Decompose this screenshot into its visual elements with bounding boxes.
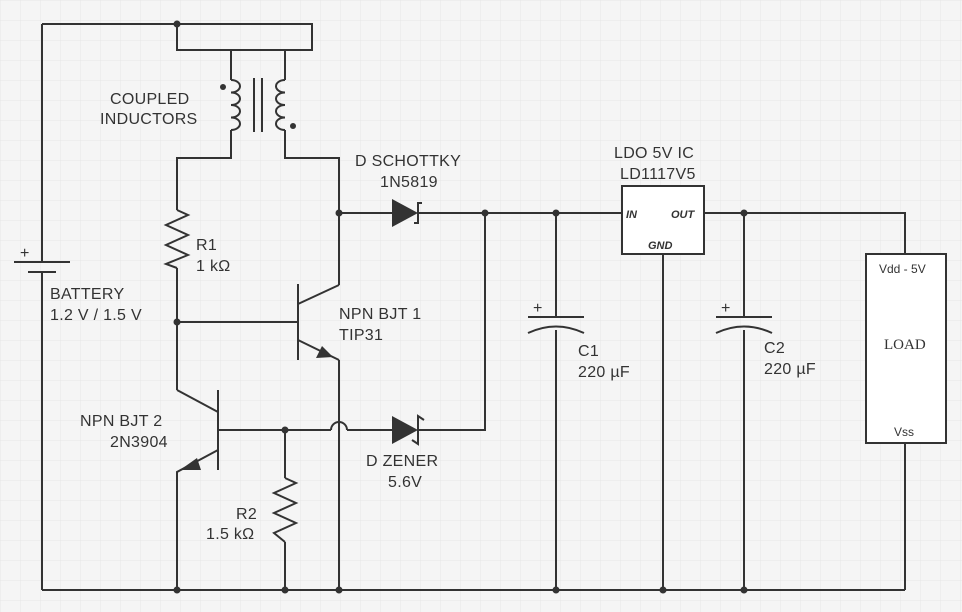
zener-diode-symbol: [392, 414, 428, 446]
c2-capacitor-symbol: [715, 316, 773, 334]
ldo-pin-out: OUT: [671, 209, 696, 221]
ldo-part-label: LD1117V5: [620, 166, 696, 183]
ldo-pin-in: IN: [626, 209, 638, 221]
ldo-name-label: LDO 5V IC: [614, 145, 694, 162]
ldo-ic-box: [621, 185, 705, 255]
q1-name-label: NPN BJT 1: [339, 306, 421, 323]
c2-plus-sign: +: [721, 300, 731, 317]
q1-transistor-symbol: [297, 284, 340, 361]
r2-resistor-symbol: [271, 477, 299, 543]
r1-resistor-symbol: [163, 209, 191, 269]
c1-capacitor-symbol: [527, 316, 585, 334]
battery-name-label: BATTERY: [50, 286, 124, 303]
inductor-label-line2: INDUCTORS: [100, 111, 198, 128]
coupled-inductors-symbol: [220, 78, 296, 132]
ldo-pin-gnd: GND: [648, 240, 673, 252]
schottky-name-label: D SCHOTTKY: [355, 153, 461, 170]
c2-value-label: 220 µF: [764, 361, 816, 378]
q2-transistor-symbol: [180, 390, 219, 470]
c1-name-label: C1: [578, 343, 599, 360]
c1-value-label: 220 µF: [578, 364, 630, 381]
r2-name-label: R2: [236, 506, 257, 523]
wires: [41, 23, 906, 591]
c2-name-label: C2: [764, 340, 785, 357]
battery-symbol: [14, 261, 70, 273]
battery-plus-sign: +: [20, 245, 30, 262]
battery-value-label: 1.2 V / 1.5 V: [50, 307, 142, 324]
load-name-label: LOAD: [884, 337, 926, 353]
schottky-part-label: 1N5819: [380, 174, 438, 191]
q2-part-label: 2N3904: [110, 434, 168, 451]
load-vdd-label: Vdd - 5V: [879, 262, 926, 276]
q2-name-label: NPN BJT 2: [80, 413, 162, 430]
load-vss-label: Vss: [894, 425, 914, 439]
schottky-diode-symbol: [392, 199, 428, 227]
load-box: [865, 253, 947, 444]
r2-value-label: 1.5 kΩ: [206, 526, 254, 543]
zener-name-label: D ZENER: [366, 453, 438, 470]
r1-value-label: 1 kΩ: [196, 258, 231, 275]
r1-name-label: R1: [196, 237, 217, 254]
q1-part-label: TIP31: [339, 327, 383, 344]
inductor-label-line1: COUPLED: [110, 91, 189, 108]
zener-part-label: 5.6V: [388, 474, 422, 491]
junction-dots: [173, 20, 748, 594]
c1-plus-sign: +: [533, 300, 543, 317]
